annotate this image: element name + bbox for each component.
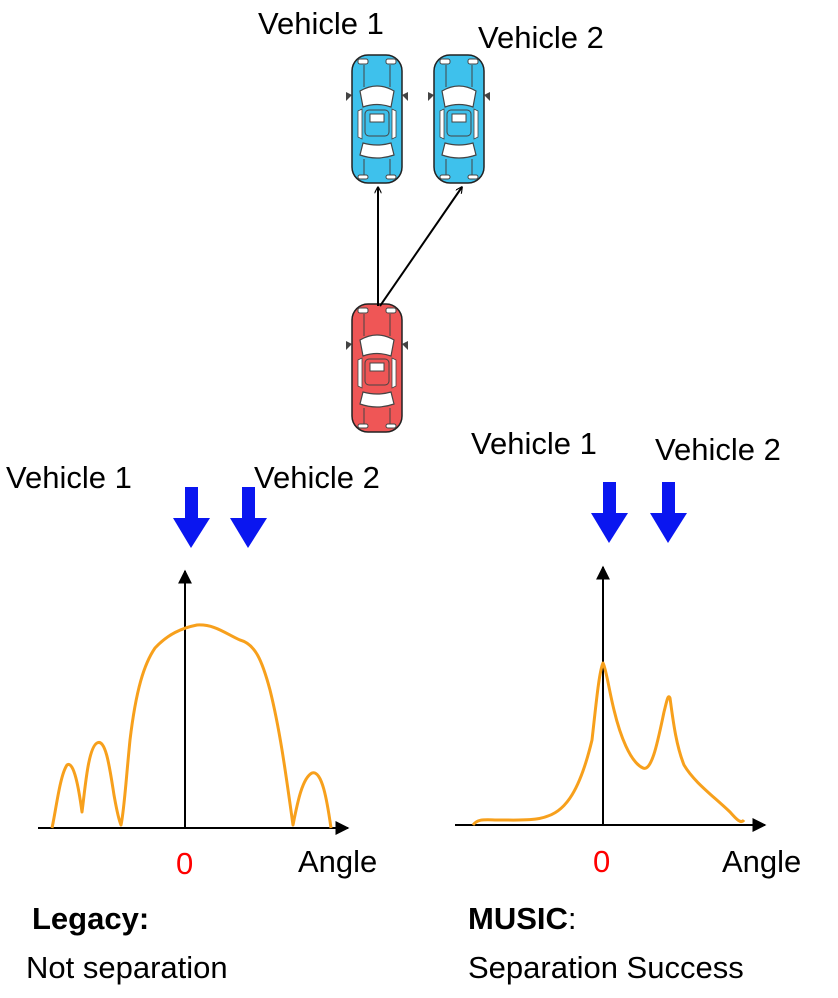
- music-x-axis-label: Angle: [722, 844, 802, 879]
- music-vehicle-2-arrow: [650, 482, 687, 543]
- target-vehicle-2-car: [427, 54, 491, 184]
- legacy-method-result: Not separation: [26, 950, 228, 985]
- music-vehicle-1-label: Vehicle 1: [471, 426, 597, 461]
- top-vehicle-1-label: Vehicle 1: [258, 6, 384, 41]
- music-method-colon: :: [567, 901, 577, 936]
- target-vehicle-1-car: [345, 54, 409, 184]
- legacy-x-axis-label: Angle: [298, 844, 378, 879]
- music-spectrum-curve: [471, 661, 746, 826]
- legacy-vehicle-2-label: Vehicle 2: [254, 460, 380, 495]
- legacy-vehicle-1-arrow: [173, 487, 210, 548]
- music-method-title-row: MUSIC:: [468, 903, 577, 934]
- legacy-vehicle-1-label: Vehicle 1: [6, 460, 132, 495]
- legacy-method-title: Legacy:: [32, 901, 150, 936]
- music-method-result: Separation Success: [468, 950, 744, 985]
- legacy-plot: [38, 487, 350, 835]
- ego-vehicle-car: [345, 303, 409, 433]
- music-zero-label: 0: [593, 844, 611, 879]
- music-vehicle-1-arrow: [591, 482, 628, 543]
- ray-to-vehicle-2: [379, 187, 462, 307]
- music-method-title: MUSIC: [468, 901, 568, 936]
- legacy-zero-label: 0: [176, 846, 194, 881]
- music-plot: [455, 482, 767, 832]
- music-vehicle-2-label: Vehicle 2: [655, 432, 781, 467]
- legacy-spectrum-curve: [50, 623, 333, 829]
- legacy-vehicle-2-arrow: [230, 487, 267, 548]
- top-vehicle-2-label: Vehicle 2: [478, 20, 604, 55]
